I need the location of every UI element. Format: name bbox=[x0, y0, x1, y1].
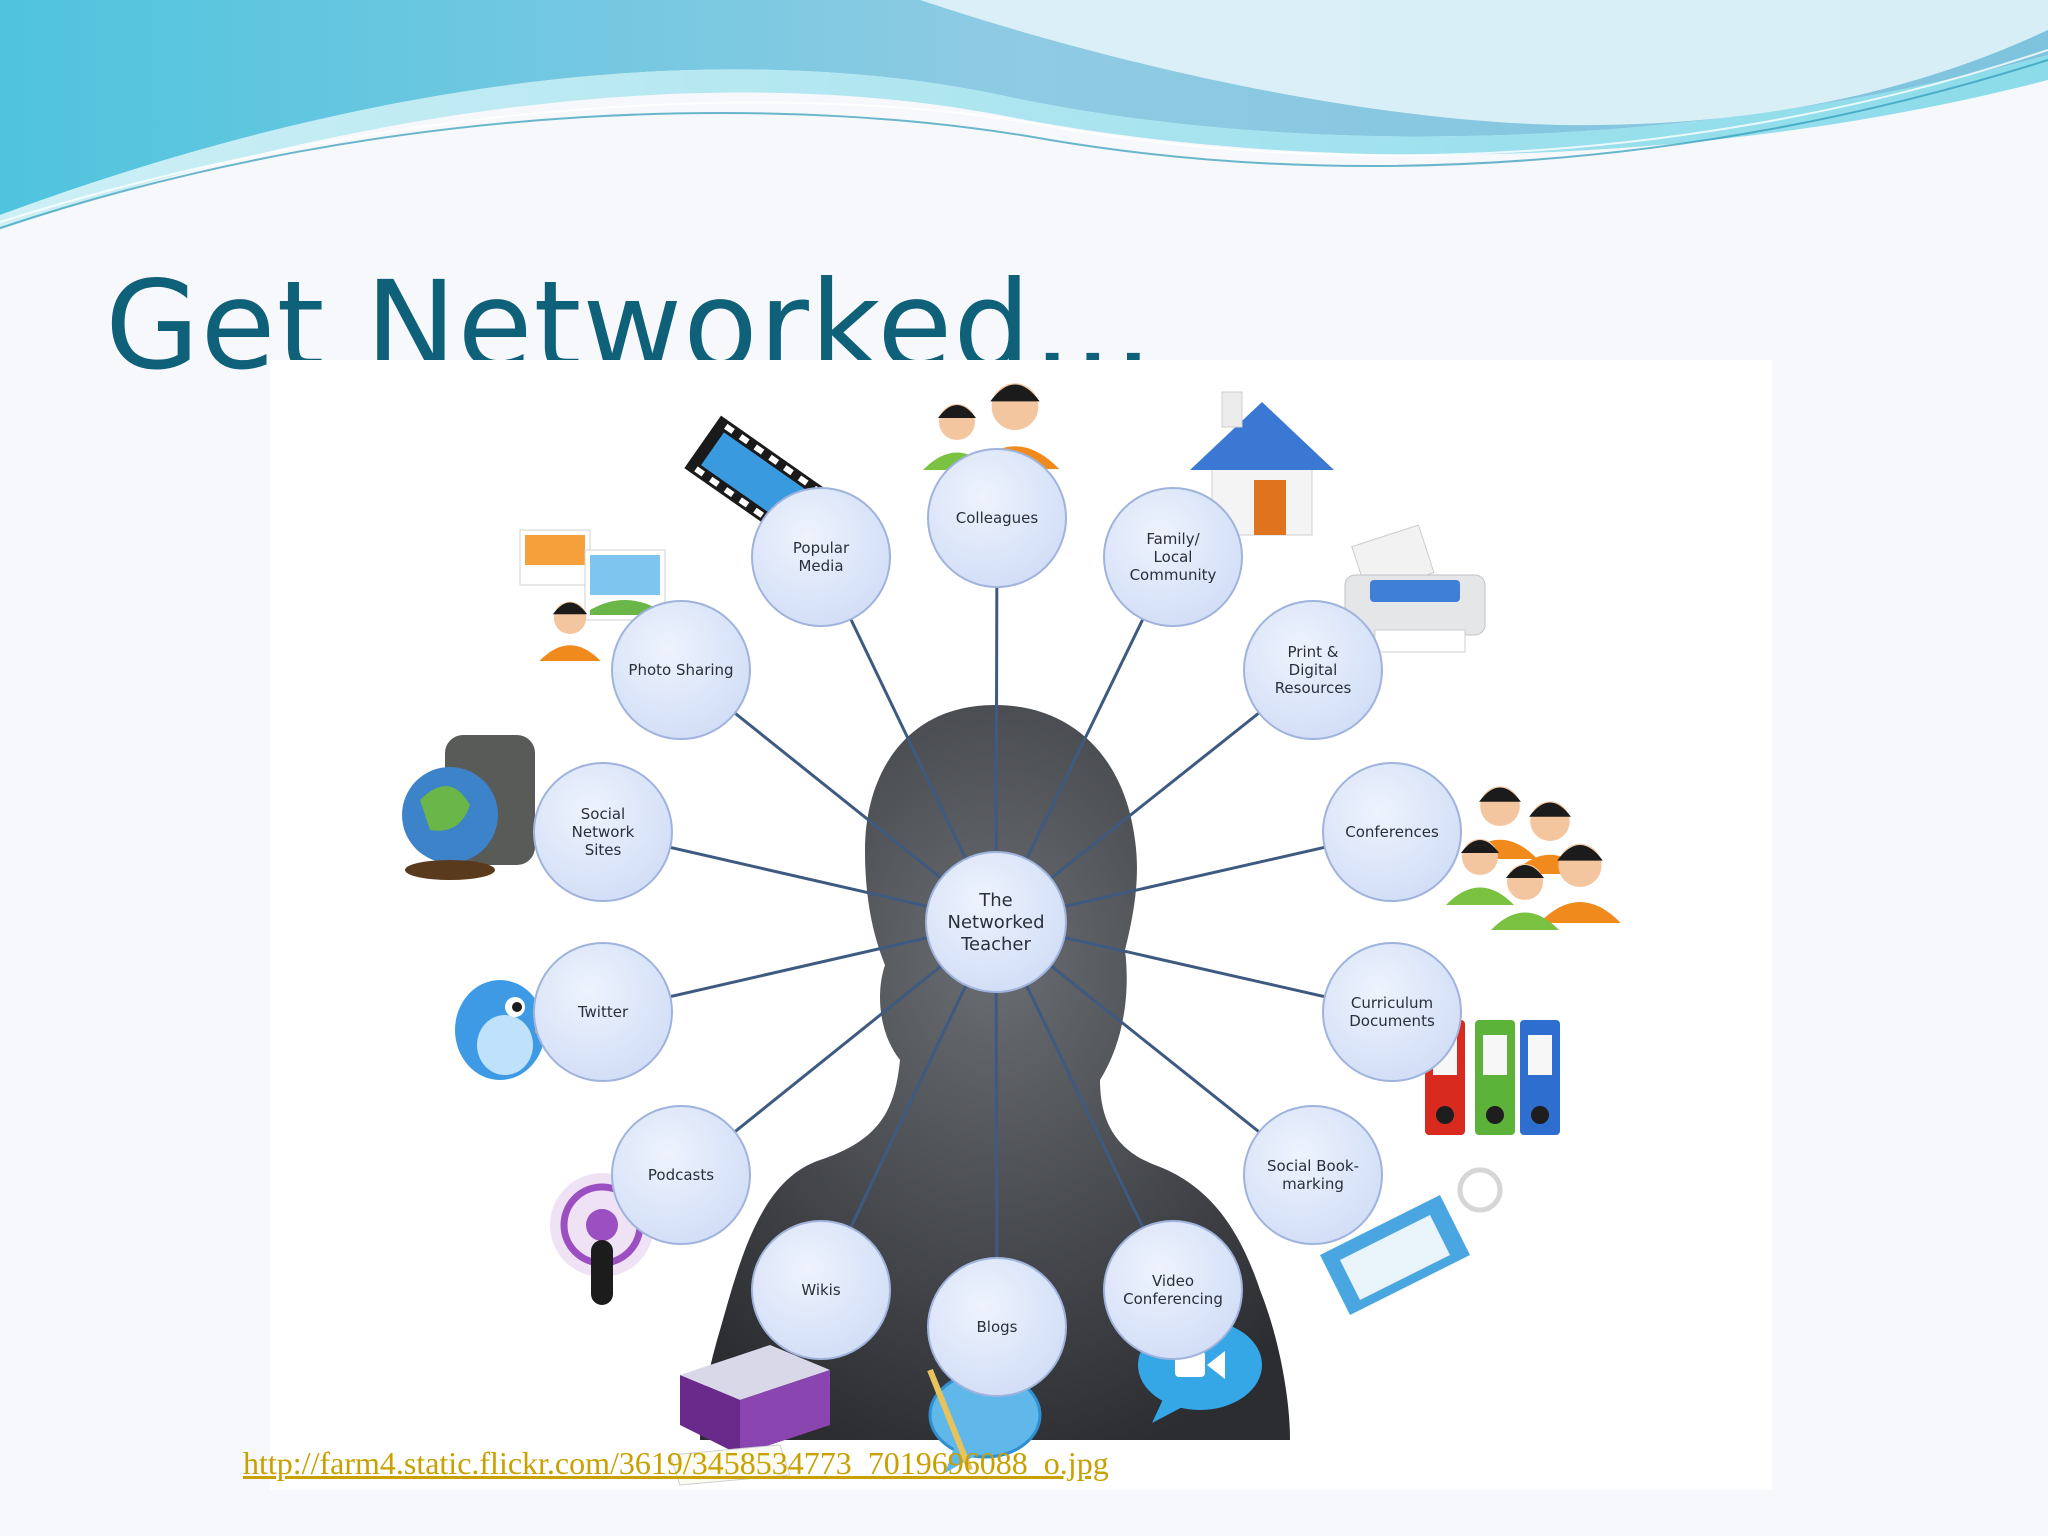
center-label: Networked bbox=[947, 912, 1044, 933]
tag-icon bbox=[1320, 1167, 1503, 1315]
node-label: Photo Sharing bbox=[628, 661, 733, 679]
node-circle bbox=[1103, 1220, 1243, 1360]
bird-icon bbox=[455, 980, 560, 1080]
node-label: Wikis bbox=[801, 1281, 841, 1299]
node-label: Curriculum bbox=[1351, 994, 1433, 1012]
node-blogs: Blogs bbox=[927, 1257, 1067, 1397]
node-circle bbox=[533, 942, 673, 1082]
node-circle bbox=[927, 448, 1067, 588]
node-label: Resources bbox=[1275, 679, 1352, 697]
crowd-icon bbox=[1446, 786, 1621, 930]
node-wikis: Wikis bbox=[751, 1220, 891, 1360]
node-label: Digital bbox=[1289, 661, 1338, 679]
node-label: Twitter bbox=[577, 1003, 629, 1021]
node-colleagues: Colleagues bbox=[927, 448, 1067, 588]
node-label: Podcasts bbox=[648, 1166, 714, 1184]
node-circle bbox=[533, 762, 673, 902]
node-label: Local bbox=[1154, 548, 1193, 566]
node-circle bbox=[927, 1257, 1067, 1397]
node-label: Popular bbox=[793, 539, 850, 557]
node-label: Print & bbox=[1288, 643, 1339, 661]
globe-bag-icon bbox=[402, 735, 535, 880]
node-photo-sharing: Photo Sharing bbox=[611, 600, 751, 740]
node-label: Family/ bbox=[1146, 530, 1200, 548]
node-label: Colleagues bbox=[956, 509, 1039, 527]
node-social-bookmarking: Social Book-marking bbox=[1243, 1105, 1383, 1245]
node-circle bbox=[1243, 1105, 1383, 1245]
node-circle bbox=[611, 1105, 751, 1245]
node-label: Sites bbox=[585, 841, 622, 859]
photos-icon bbox=[519, 529, 666, 661]
header-wave-decoration bbox=[0, 0, 2048, 230]
node-label: Social bbox=[581, 805, 625, 823]
node-circle bbox=[1103, 487, 1243, 627]
node-circle bbox=[751, 1220, 891, 1360]
node-circle bbox=[611, 600, 751, 740]
node-label: Media bbox=[798, 557, 843, 575]
node-label: Social Book- bbox=[1267, 1157, 1359, 1175]
node-label: marking bbox=[1282, 1175, 1344, 1193]
node-label: Blogs bbox=[977, 1318, 1018, 1336]
house-icon bbox=[1190, 391, 1334, 536]
node-label: Conferences bbox=[1345, 823, 1439, 841]
node-label: Video bbox=[1152, 1272, 1194, 1290]
source-link[interactable]: http://farm4.static.flickr.com/3619/3458… bbox=[243, 1445, 1109, 1481]
center-label: Teacher bbox=[960, 934, 1031, 955]
node-conferences: Conferences bbox=[1322, 762, 1462, 902]
box-icon bbox=[669, 1345, 830, 1486]
node-label: Network bbox=[572, 823, 635, 841]
node-circle bbox=[751, 487, 891, 627]
node-circle bbox=[1322, 762, 1462, 902]
node-twitter: Twitter bbox=[533, 942, 673, 1082]
node-label: Community bbox=[1130, 566, 1217, 584]
node-label: Conferencing bbox=[1123, 1290, 1223, 1308]
node-podcasts: Podcasts bbox=[611, 1105, 751, 1245]
node-circle bbox=[1322, 942, 1462, 1082]
printer-icon bbox=[1344, 524, 1486, 653]
node-label: Documents bbox=[1349, 1012, 1435, 1030]
node-circle bbox=[1243, 600, 1383, 740]
center-label: The bbox=[978, 890, 1012, 911]
